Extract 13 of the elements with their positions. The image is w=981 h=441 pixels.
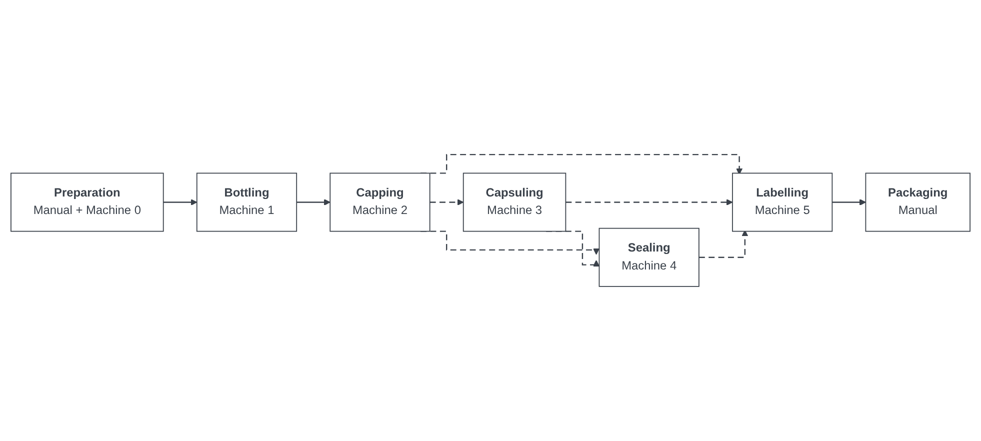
arrow (566, 198, 733, 206)
node-box: Sealing Machine 4 (598, 228, 700, 287)
node-box: Capsuling Machine 3 (462, 172, 566, 232)
arrow (163, 198, 198, 206)
arrow (698, 230, 748, 258)
arrow (430, 198, 464, 206)
node-box: Bottling Machine 1 (196, 172, 298, 232)
arrow (296, 198, 330, 206)
arrow (832, 198, 866, 206)
node-box: Preparation Manual + Machine 0 (10, 172, 164, 232)
node-box: Capping Machine 2 (330, 172, 430, 232)
node-box: Packaging Manual (865, 172, 970, 232)
node-box: Labelling Machine 5 (732, 172, 833, 232)
